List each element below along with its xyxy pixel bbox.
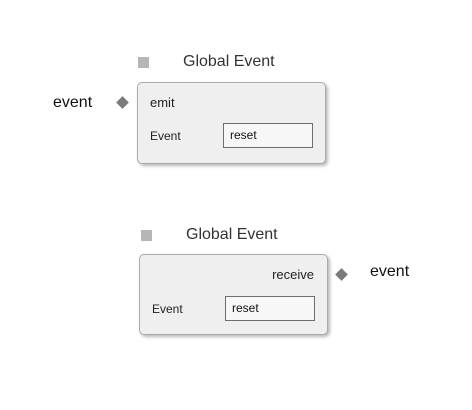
emit-port-label: emit: [150, 95, 175, 110]
emit-node-header: Global Event: [138, 53, 275, 71]
node-type-square-icon: [138, 56, 149, 68]
emit-event-field-label: Event: [150, 129, 181, 143]
receive-event-field-label: Event: [152, 302, 183, 316]
emit-external-event-label: event: [53, 94, 93, 111]
emit-event-field-input[interactable]: reset: [223, 123, 313, 148]
receive-external-event-label: event: [370, 263, 410, 280]
receive-output-port-diamond-icon[interactable]: [335, 268, 348, 281]
receive-event-field-input[interactable]: reset: [225, 296, 315, 321]
receive-port-label: receive: [272, 267, 314, 282]
emit-node-title: Global Event: [183, 53, 275, 70]
receive-node-box[interactable]: receive Event reset: [139, 254, 328, 335]
receive-node-header: Global Event: [141, 226, 278, 244]
receive-node-title: Global Event: [186, 226, 278, 243]
emit-node-box[interactable]: emit Event reset: [137, 82, 326, 164]
node-type-square-icon: [141, 229, 152, 241]
emit-input-port-diamond-icon[interactable]: [116, 96, 129, 109]
